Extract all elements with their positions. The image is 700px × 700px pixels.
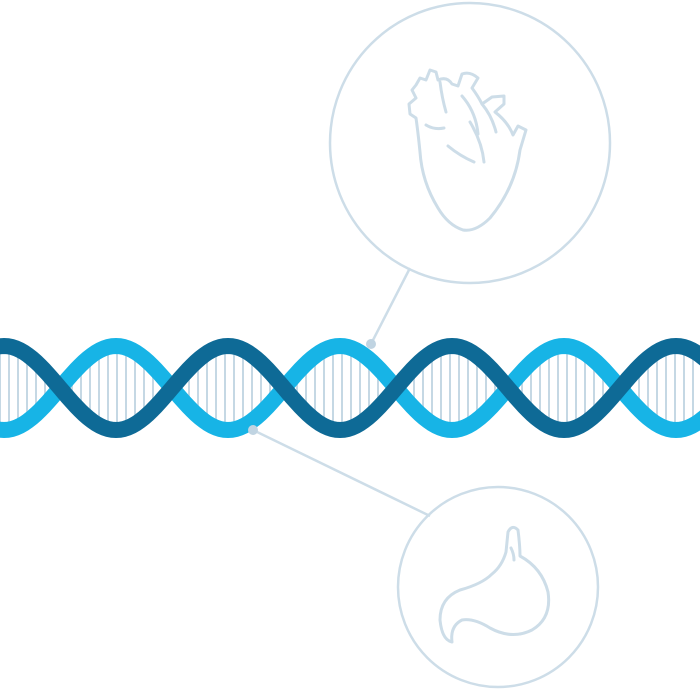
dna-strand-light (0, 337, 700, 439)
heart-icon (407, 68, 528, 232)
stomach-connector-dot (248, 425, 258, 435)
dna-strand-dark (0, 337, 700, 439)
stomach-callout-circle (396, 485, 600, 689)
stomach-connector-line (252, 428, 431, 518)
heart-connector-line (369, 267, 412, 345)
heart-connector-dot (366, 339, 376, 349)
stomach-callout (396, 485, 600, 689)
heart-callout (328, 1, 612, 285)
stomach-icon (438, 525, 551, 644)
heart-callout-circle (328, 1, 612, 285)
